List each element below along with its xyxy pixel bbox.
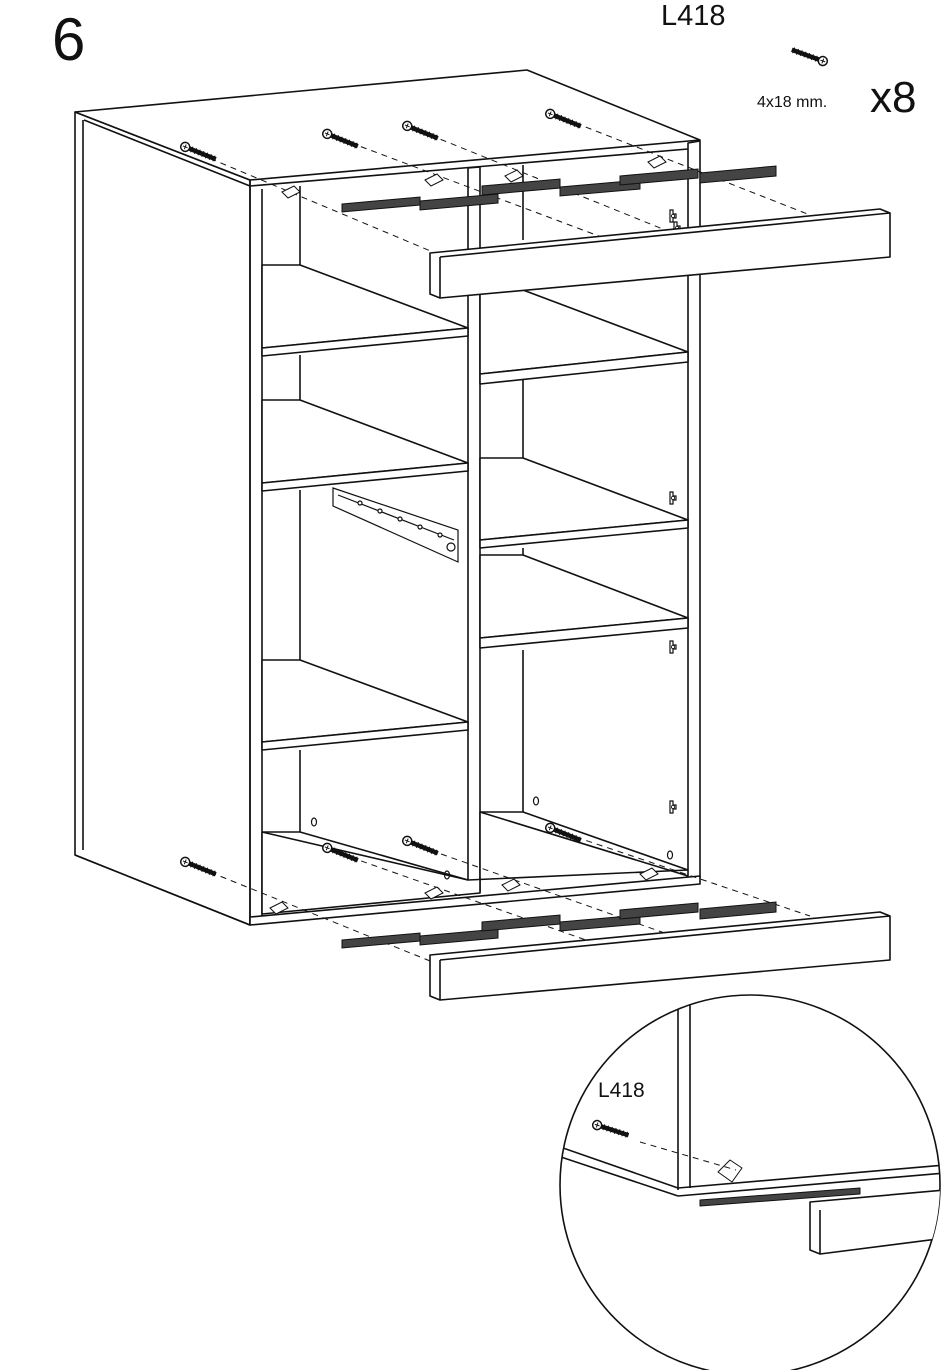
wood-screw-icon <box>401 835 439 857</box>
shelf-right-1 <box>480 290 688 384</box>
shelf-right-2 <box>480 458 688 548</box>
drawer-runner <box>333 488 458 562</box>
shelf-left-3 <box>262 660 468 750</box>
cabinet-left-side-panel <box>75 112 250 925</box>
shelf-right-3 <box>480 555 688 648</box>
part-code-label: L418 <box>661 2 726 31</box>
detail-part-code-label: L418 <box>598 1080 645 1101</box>
cam-lock-fittings <box>670 210 680 813</box>
shelf-left-2 <box>262 400 468 491</box>
wood-screw-icon <box>790 46 828 67</box>
screw-legend-icon <box>790 46 828 67</box>
quantity-label: x8 <box>870 76 916 120</box>
detail-magnifier <box>540 990 945 1370</box>
screw-size-label: 4x18 mm. <box>757 95 827 111</box>
step-number: 6 <box>52 10 85 70</box>
cabinet-carcass <box>75 70 700 925</box>
plinth-rail-top <box>430 209 890 298</box>
